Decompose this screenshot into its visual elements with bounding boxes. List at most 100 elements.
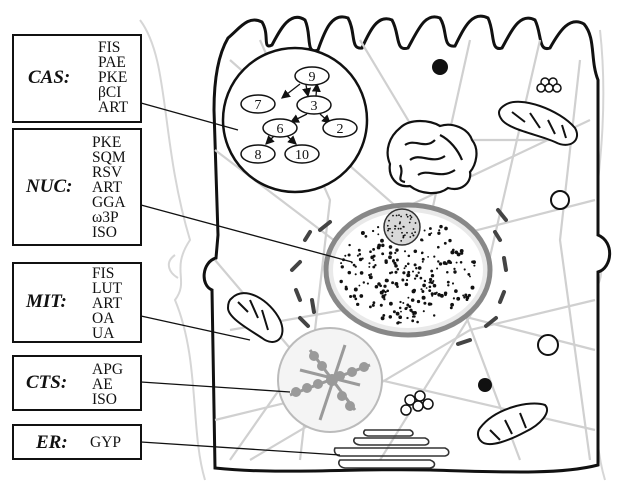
chromatin-dot — [420, 238, 424, 242]
chromatin-dot — [396, 268, 400, 271]
chromatin-dot — [413, 249, 418, 254]
er-items: GYP — [90, 434, 122, 451]
chromatin-dot — [348, 243, 351, 247]
chromatin-dot — [379, 303, 383, 307]
chromatin-dot — [433, 255, 436, 258]
chromatin-dot — [395, 258, 399, 262]
nuc-title: NUC: — [26, 176, 73, 197]
chromatin-dot — [402, 271, 406, 275]
nuc-item: ω3P — [92, 209, 119, 226]
chromatin-dot — [381, 289, 385, 293]
nucleolus-dot — [399, 221, 401, 224]
chromatin-dot — [384, 290, 387, 294]
chromatin-dot — [370, 273, 373, 276]
chromatin-dot — [368, 305, 372, 309]
chromatin-dot — [428, 289, 432, 292]
chromatin-dot — [394, 282, 398, 285]
chromatin-dot — [415, 274, 419, 278]
chromatin-dot — [429, 277, 433, 282]
chromatin-dot — [380, 316, 385, 321]
chromatin-dot — [383, 284, 387, 288]
chromatin-dot — [388, 315, 393, 319]
chromatin-dot — [428, 233, 432, 236]
nuc-item: ISO — [92, 224, 117, 241]
nucleolus-dot — [394, 227, 396, 230]
peroxisomes — [537, 190, 570, 356]
chromatin-dot — [391, 281, 395, 285]
chromatin-dot — [384, 259, 388, 263]
chromatin-dot — [407, 262, 410, 266]
chromatin-dot — [420, 288, 423, 291]
chromatin-dot — [471, 260, 474, 264]
chromatin-dot — [421, 290, 425, 293]
chromatin-dot — [347, 270, 352, 275]
nucleolus-dot — [404, 234, 406, 237]
chromatin-dot — [428, 227, 432, 230]
chromatin-dot — [438, 262, 443, 266]
nucleolus-dot — [408, 221, 411, 224]
cas-item: ART — [98, 99, 129, 116]
chromatin-dot — [437, 260, 440, 263]
nucleolus-dot — [409, 214, 412, 217]
chromatin-dot — [353, 287, 358, 292]
chromatin-dot — [444, 226, 448, 231]
chromatin-dot — [450, 250, 455, 255]
chromatin-dot — [413, 263, 417, 267]
chromatin-dot — [411, 319, 415, 323]
chromatin-dot — [396, 321, 400, 325]
cascade-node-label: 8 — [255, 148, 262, 163]
chromatin-dot — [451, 282, 455, 285]
chromatin-dot — [453, 270, 457, 274]
chromatin-dot — [381, 294, 386, 299]
nucleolus-dot — [410, 216, 413, 219]
nucleolus-dot — [397, 227, 400, 230]
nucleolus-dot — [400, 215, 402, 218]
chromatin-dot — [463, 296, 466, 299]
nucleolus-dot — [401, 231, 403, 234]
chromatin-dot — [428, 281, 431, 284]
chromatin-dot — [370, 255, 375, 260]
chromatin-dot — [354, 265, 357, 268]
nucleolus-dot — [387, 228, 390, 230]
chromatin-dot — [356, 302, 360, 307]
chromatin-dot — [436, 267, 439, 270]
chromatin — [339, 213, 476, 325]
chromatin-dot — [430, 274, 435, 278]
cascade-node — [262, 118, 298, 138]
chromatin-dot — [456, 296, 461, 301]
er-item: GYP — [90, 434, 122, 451]
nucleolus-dot — [391, 235, 394, 237]
chromatin-dot — [404, 282, 409, 287]
chromatin-dot — [421, 251, 424, 255]
mit-title: MIT: — [26, 291, 67, 312]
nucleolus-dot — [403, 226, 405, 228]
chromatin-dot — [416, 320, 419, 324]
chromatin-dot — [383, 298, 386, 301]
cascade-node — [284, 144, 320, 164]
chromatin-dot — [449, 261, 453, 265]
chromatin-dot — [354, 297, 358, 301]
chromatin-dot — [425, 287, 428, 289]
chromatin-dot — [377, 233, 380, 236]
chromatin-dot — [352, 294, 357, 298]
cas-title: CAS: — [28, 67, 71, 88]
chromatin-dot — [393, 261, 397, 265]
chromatin-dot — [454, 289, 458, 293]
chromatin-dot — [395, 248, 399, 252]
chromatin-dot — [406, 303, 410, 307]
chromatin-dot — [469, 275, 471, 278]
chromatin-dot — [442, 261, 447, 265]
chromatin-dot — [455, 261, 458, 264]
cascade-node-label: 3 — [311, 99, 318, 114]
mit-items: FIS LUT ART OA UA — [92, 265, 122, 342]
chromatin-dot — [439, 293, 444, 298]
mit-item: FIS — [92, 265, 115, 282]
chromatin-dot — [377, 282, 381, 286]
nucleolus-dot — [412, 234, 415, 237]
chromatin-dot — [354, 273, 357, 276]
cts-box: CTS: APG AE ISO — [12, 355, 142, 411]
nucleolus-dot — [389, 227, 391, 230]
chromatin-dot — [405, 279, 409, 282]
nucleolus-dot — [402, 236, 405, 239]
chromatin-dot — [459, 248, 464, 253]
